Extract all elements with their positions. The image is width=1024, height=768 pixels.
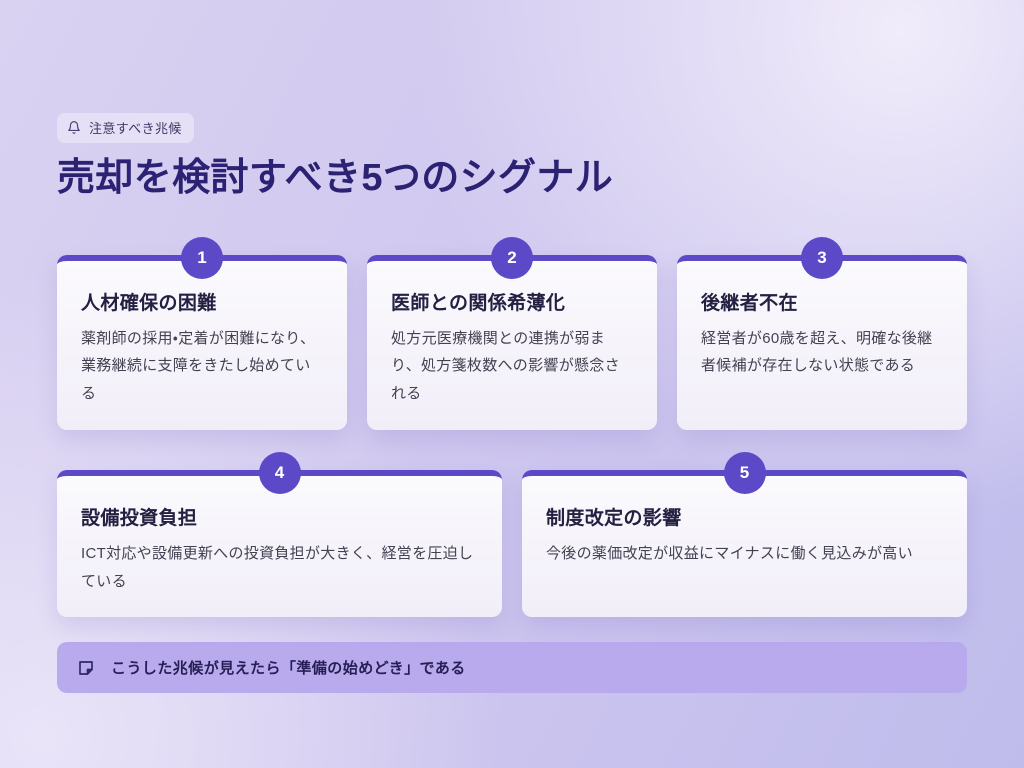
bell-icon: [67, 120, 81, 135]
conclusion-note: こうした兆候が見えたら「準備の始めどき」である: [57, 642, 967, 694]
signal-card-title: 医師との関係希薄化: [391, 292, 566, 314]
warning-badge: 注意すべき兆候: [57, 113, 194, 143]
signal-cards-row-2: 4 設備投資負担 ICT対応や設備更新への投資負担が大きく、経営を圧迫している …: [57, 451, 967, 618]
signal-card-title: 制度改定の影響: [546, 507, 682, 529]
signal-card-4: 4 設備投資負担 ICT対応や設備更新への投資負担が大きく、経営を圧迫している: [57, 451, 502, 618]
warning-badge-label: 注意すべき兆候: [89, 121, 182, 136]
conclusion-note-text: こうした兆候が見えたら「準備の始めどき」である: [111, 660, 466, 678]
signal-number-badge: 3: [801, 236, 843, 279]
signal-card-description: 処方元医療機関との連携が弱まり、処方箋枚数への影響が懸念される: [391, 329, 620, 403]
signal-card-description: ICT対応や設備更新への投資負担が大きく、経営を圧迫している: [81, 544, 474, 590]
signal-card-description: 経営者が60歳を超え、明確な後継者候補が存在しない状態である: [701, 329, 933, 375]
signal-card-description: 今後の薬価改定が収益にマイナスに働く見込みが高い: [546, 544, 913, 562]
signal-card-title: 設備投資負担: [81, 507, 198, 529]
signal-number-badge: 5: [723, 451, 766, 494]
signal-cards-row-1: 1 人材確保の困難 薬剤師の採用・定着が困難になり、業務継続に支障をきたし始めて…: [57, 236, 967, 430]
signal-card-description: 薬剤師の採用・定着が困難になり、業務継続に支障をきたし始めている: [81, 329, 316, 403]
page-title: 売却を検討すべき5つのシグナル: [57, 157, 614, 199]
slide-content: 注意すべき兆候 売却を検討すべき5つのシグナル 1 人材確保の困難 薬剤師の採用…: [57, 113, 967, 694]
signal-card-3: 3 後継者不在 経営者が60歳を超え、明確な後継者候補が存在しない状態である: [677, 236, 967, 430]
sticky-note-icon: [77, 659, 95, 677]
signal-card-title: 後継者不在: [701, 292, 798, 314]
signal-card-5: 5 制度改定の影響 今後の薬価改定が収益にマイナスに働く見込みが高い: [522, 451, 967, 618]
signal-number-badge: 1: [181, 236, 223, 279]
signal-number-badge: 4: [258, 451, 301, 494]
signal-card-title: 人材確保の困難: [81, 292, 217, 314]
signal-card-1: 1 人材確保の困難 薬剤師の採用・定着が困難になり、業務継続に支障をきたし始めて…: [57, 236, 347, 430]
signal-number-badge: 2: [491, 236, 533, 279]
signal-card-2: 2 医師との関係希薄化 処方元医療機関との連携が弱まり、処方箋枚数への影響が懸念…: [367, 236, 657, 430]
